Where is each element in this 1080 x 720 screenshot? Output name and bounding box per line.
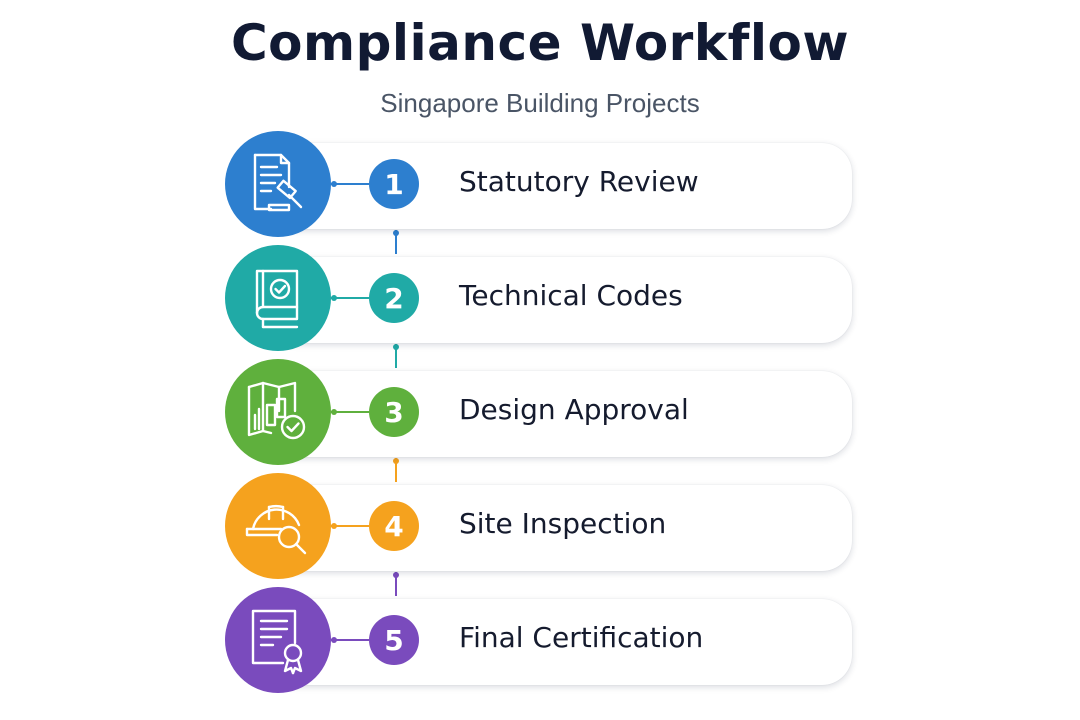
blueprint-approval-icon <box>247 381 306 440</box>
step-label: Statutory Review <box>459 165 699 198</box>
step-2: 2 Technical Codes <box>0 245 1080 355</box>
step-link <box>331 523 369 529</box>
step-card <box>268 599 852 685</box>
step-label: Site Inspection <box>459 507 667 540</box>
step-link <box>331 409 369 415</box>
step-connector-1-2 <box>393 230 399 254</box>
step-icon-circle <box>225 587 331 693</box>
step-link <box>331 181 369 187</box>
step-number-badge: 1 <box>369 159 419 209</box>
step-icon-circle <box>225 245 331 351</box>
step-label: Technical Codes <box>459 279 683 312</box>
step-icon-circle <box>225 359 331 465</box>
step-number-badge: 4 <box>369 501 419 551</box>
step-label: Final Certification <box>459 621 704 654</box>
step-card <box>268 257 852 343</box>
step-4: 4 Site Inspection <box>0 473 1080 583</box>
step-label: Design Approval <box>459 393 689 426</box>
certificate-ribbon-icon <box>251 609 303 675</box>
step-card <box>268 485 852 571</box>
step-3: 3 Design Approval <box>0 359 1080 469</box>
step-link <box>331 295 369 301</box>
diagram-title: Compliance Workflow <box>230 14 850 72</box>
step-number-badge: 2 <box>369 273 419 323</box>
code-book-check-icon <box>255 269 299 329</box>
step-connector-3-4 <box>393 458 399 482</box>
step-connector-4-5 <box>393 572 399 596</box>
step-link <box>331 637 369 643</box>
legal-document-gavel-icon <box>253 153 303 212</box>
step-number-badge: 3 <box>369 387 419 437</box>
diagram-subtitle: Singapore Building Projects <box>380 88 700 118</box>
step-5: 5 Final Certification <box>0 587 1080 697</box>
step-card <box>268 371 852 457</box>
step-card <box>268 143 852 229</box>
step-connector-2-3 <box>393 344 399 368</box>
step-icon-circle <box>225 473 331 579</box>
step-icon-circle <box>225 131 331 237</box>
step-1: 1 Statutory Review <box>0 131 1080 241</box>
step-number-badge: 5 <box>369 615 419 665</box>
hardhat-magnifier-icon <box>245 505 307 555</box>
